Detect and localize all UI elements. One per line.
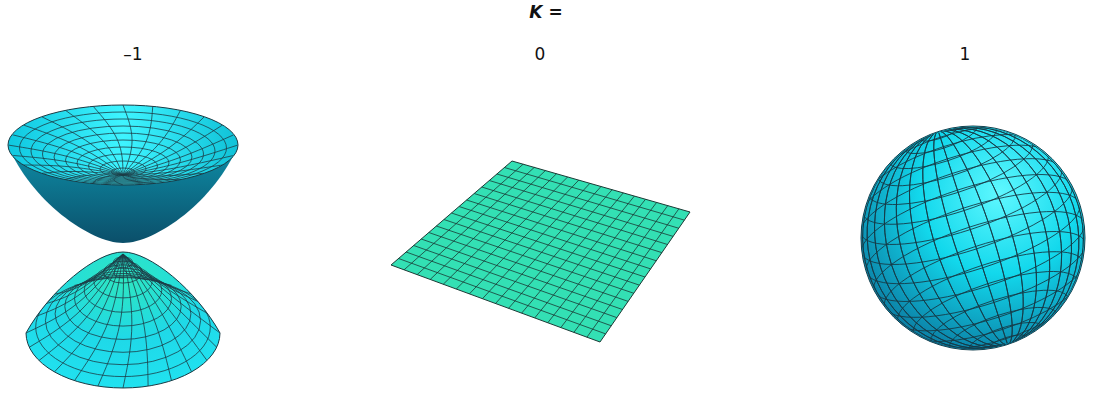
meridian-line	[123, 254, 207, 361]
meridian-line	[98, 254, 123, 280]
meridian	[902, 120, 1044, 357]
grid-line	[459, 207, 651, 269]
meridian	[857, 105, 1089, 371]
radial-line	[123, 175, 153, 184]
meridian-line	[123, 254, 132, 388]
grid-line	[587, 209, 679, 337]
grid-line	[561, 202, 657, 327]
radial-line	[123, 110, 181, 175]
meridian-line	[29, 254, 123, 347]
sphere-mesh-rotated	[831, 93, 1093, 383]
meridian	[902, 120, 1044, 357]
grid-line	[497, 174, 679, 228]
grid-line	[474, 194, 662, 253]
flat-plane	[391, 161, 690, 342]
bowl-mesh	[8, 105, 238, 185]
radial-line	[42, 117, 123, 175]
meridian-line	[123, 254, 192, 372]
radial-line	[123, 117, 204, 175]
parallel	[919, 122, 959, 144]
meridian	[846, 102, 1093, 375]
meridian-line	[29, 254, 123, 319]
meridian	[870, 109, 1076, 367]
parallel	[862, 120, 1040, 219]
radial-line	[66, 110, 124, 175]
dome-surface	[26, 252, 220, 388]
radial-line	[93, 175, 123, 184]
radial-line	[123, 175, 181, 180]
radial-line	[123, 105, 132, 175]
curvature-value: 1	[960, 44, 971, 64]
radial-line	[123, 135, 234, 175]
parallel	[857, 174, 1089, 303]
radial-line	[23, 165, 123, 175]
parallel	[852, 141, 1070, 262]
meridian-line	[123, 254, 220, 333]
parallel	[925, 278, 1074, 361]
meridian	[870, 109, 1076, 367]
grid-line	[535, 196, 635, 318]
curvature-value: –1	[123, 44, 142, 64]
grid-line	[482, 187, 668, 245]
meridian-line	[39, 254, 123, 306]
meridian	[846, 102, 1093, 375]
parallel	[966, 316, 1045, 360]
dome-mesh	[26, 254, 220, 388]
meridian-line	[98, 254, 124, 386]
sphere-mesh	[831, 93, 1093, 383]
meridian-line	[54, 254, 123, 294]
meridian-line	[75, 254, 124, 285]
parallel	[855, 129, 1056, 241]
parallel	[865, 193, 1093, 320]
meridian-line	[123, 254, 217, 319]
radial-line	[66, 175, 124, 180]
radial-line	[114, 175, 123, 185]
bowl-rim	[8, 105, 238, 185]
parallel	[876, 214, 1093, 335]
meridian-line	[114, 254, 123, 278]
parallel	[906, 257, 1084, 356]
grid-line	[467, 200, 657, 261]
grid-line	[522, 193, 624, 313]
meridian-line	[123, 254, 192, 294]
grid-line	[509, 190, 613, 309]
meridian	[833, 97, 1093, 378]
curvature-value: 0	[535, 44, 546, 64]
radial-line	[12, 155, 123, 175]
grid-line	[574, 206, 668, 333]
meridian	[832, 97, 1093, 379]
meridian-line	[123, 254, 172, 285]
meridian	[838, 99, 1093, 377]
parallel	[885, 114, 1001, 178]
meridian-line	[123, 254, 217, 347]
radial-line	[123, 165, 223, 175]
grid-line	[496, 187, 602, 304]
plane-mesh	[399, 164, 685, 337]
parallel	[853, 156, 1082, 283]
figure-title: K =	[529, 2, 562, 22]
parallel	[872, 115, 1021, 198]
meridian-line	[26, 254, 123, 333]
radial-line	[93, 106, 123, 175]
parallel	[945, 298, 1061, 362]
meridian	[857, 105, 1089, 371]
radial-line	[123, 173, 204, 176]
meridian	[838, 99, 1093, 377]
grid-line	[548, 199, 646, 323]
radial-line	[123, 125, 223, 175]
parallel	[901, 116, 980, 160]
meridian	[833, 97, 1093, 378]
meridian-line	[123, 254, 207, 306]
grid-line	[504, 168, 684, 221]
radial-line	[12, 135, 123, 175]
